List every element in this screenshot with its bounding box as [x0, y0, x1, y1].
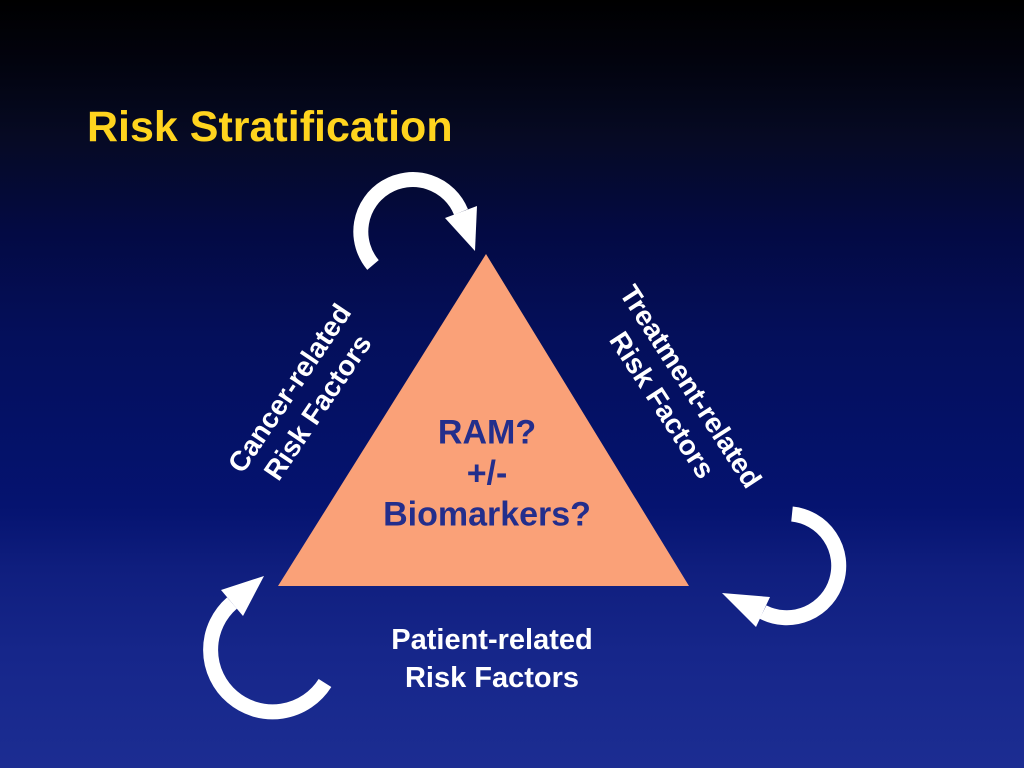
triangle-center-text: RAM? +/- Biomarkers?	[383, 413, 591, 536]
slide-title: Risk Stratification	[87, 103, 453, 151]
patient-risk-label-line-1: Patient-related	[391, 624, 593, 656]
cycle-arrow-bottom-right-icon	[722, 506, 847, 627]
center-text-line-1: RAM?	[437, 413, 537, 452]
arrow-arc	[203, 597, 332, 720]
patient-risk-label-line-2: Risk Factors	[404, 662, 580, 694]
arrow-arc	[353, 172, 468, 270]
arrow-arc	[759, 506, 847, 626]
patient-risk-label: Patient-related Risk Factors	[391, 621, 592, 697]
cycle-arrow-bottom-left-icon	[203, 576, 332, 720]
arrow-head	[221, 576, 264, 616]
arrow-head	[722, 593, 770, 627]
center-text-line-2: +/-	[466, 454, 508, 493]
triangle-shape	[278, 254, 689, 586]
center-text-line-3: Biomarkers?	[383, 495, 591, 534]
cycle-arrow-top-icon	[353, 172, 477, 270]
arrow-head	[445, 206, 477, 251]
